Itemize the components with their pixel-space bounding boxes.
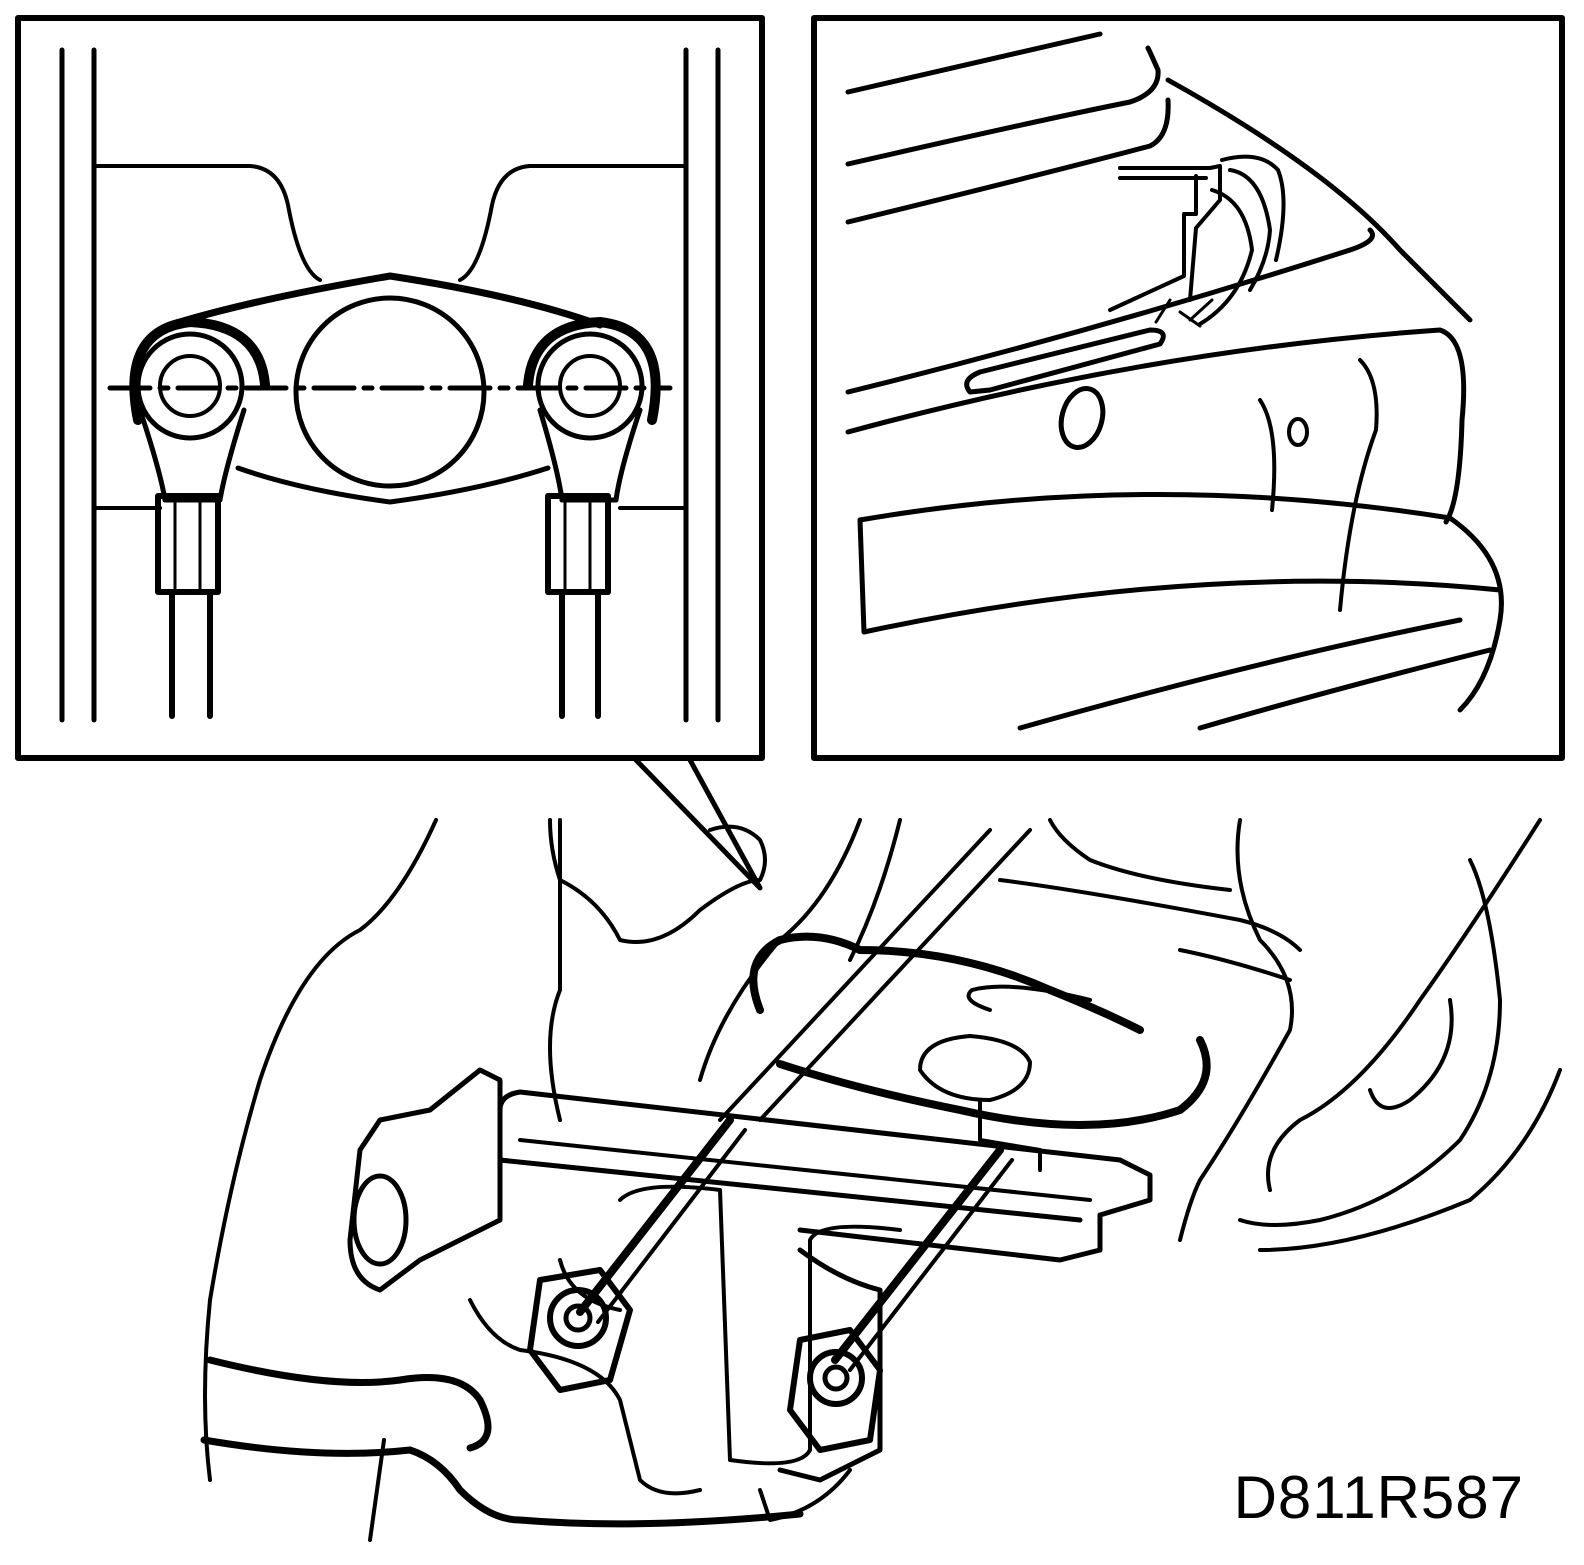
figure-code: D811R587 xyxy=(1233,1464,1524,1531)
rear-axle-bracket-icon xyxy=(200,818,1562,1542)
inset-frame-right xyxy=(811,15,1565,761)
inset-frame-left xyxy=(15,15,765,761)
car-rear-corner-icon xyxy=(811,15,1565,761)
bracket-bolt-detail-icon xyxy=(15,15,765,891)
